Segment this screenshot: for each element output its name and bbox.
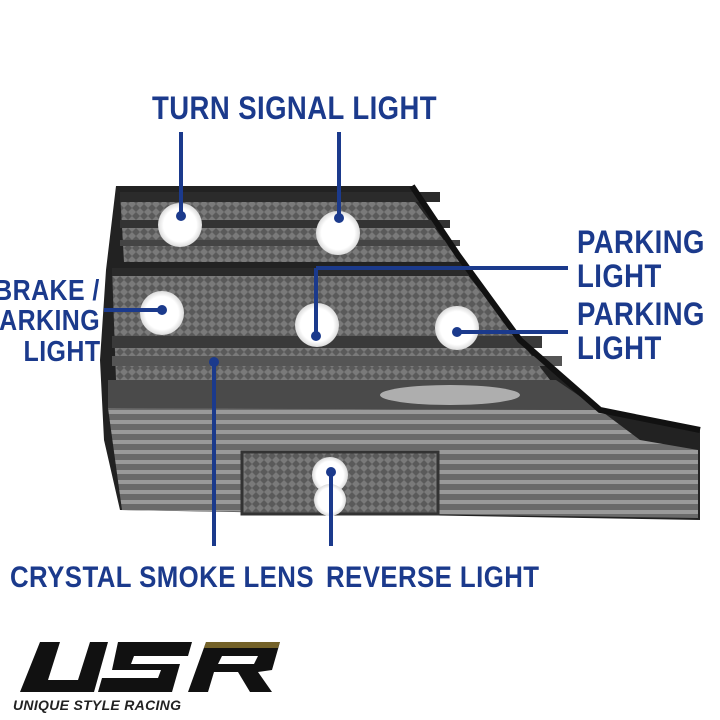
parking-label-2-line2: LIGHT [577, 330, 662, 366]
brand-tagline: UNIQUE STYLE RACING [13, 697, 182, 713]
logo-letter-r [188, 642, 280, 692]
logo-letter-s [98, 642, 192, 692]
tail-light-lens [100, 184, 701, 520]
parking-label-2-line1: PARKING [577, 296, 705, 332]
brake-label-line1: BRAKE / [0, 275, 100, 307]
brake-label-line2: PARKING [0, 305, 100, 337]
turn-signal-bulb-left [158, 203, 202, 247]
usr-logo [20, 642, 280, 692]
crystal-smoke-lens-label: CRYSTAL SMOKE LENS [10, 561, 314, 594]
turn-signal-label: TURN SIGNAL LIGHT [152, 90, 438, 126]
turn-signal-bulb-right [316, 211, 360, 255]
callout-lines [104, 132, 568, 546]
parking-label-1-line1: PARKING [577, 224, 705, 260]
brake-label-line3: LIGHT [23, 336, 100, 368]
logo-letter-u [20, 642, 108, 692]
lens-smoke-band [108, 380, 600, 410]
reverse-light-label: REVERSE LIGHT [326, 561, 540, 594]
parking-label-1-line2: LIGHT [577, 258, 662, 294]
